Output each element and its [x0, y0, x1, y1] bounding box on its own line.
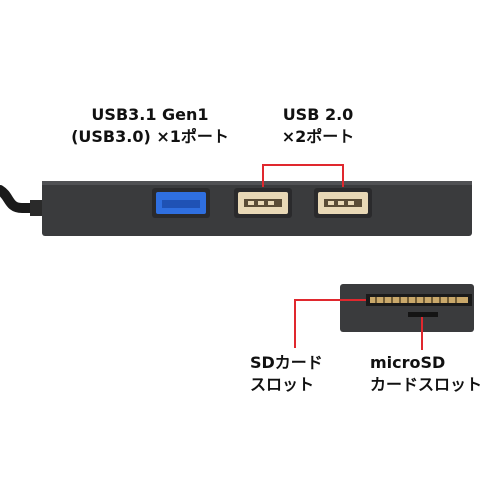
sd-label-line2: スロット	[250, 375, 315, 394]
sd-slot-label: SDカード スロット	[250, 352, 323, 396]
usb20-label-line2: ×2ポート	[281, 127, 355, 146]
usb2-port-1	[234, 188, 292, 218]
microsd-slot-label: microSD カードスロット	[370, 352, 482, 396]
usb20-callout-bracket	[262, 164, 344, 187]
microsd-card-slot	[408, 312, 438, 317]
microsd-label-line1: microSD	[370, 353, 446, 372]
usb31-label-line2: (USB3.0) ×1ポート	[71, 127, 229, 146]
usb3-port	[152, 188, 210, 218]
card-reader-body	[340, 284, 474, 332]
usb20-label-line1: USB 2.0	[282, 105, 354, 124]
sd-callout-line	[294, 299, 366, 348]
usb-cable	[0, 185, 49, 213]
microsd-label-line2: カードスロット	[370, 375, 483, 394]
usb20-label: USB 2.0 ×2ポート	[258, 104, 378, 148]
usb2-port-2	[314, 188, 372, 218]
sd-card-slot	[366, 294, 472, 306]
cable-strain-relief	[30, 200, 44, 216]
usb31-label: USB3.1 Gen1 (USB3.0) ×1ポート	[60, 104, 240, 148]
sd-label-line1: SDカード	[250, 353, 323, 372]
usb31-label-line1: USB3.1 Gen1	[91, 105, 209, 124]
